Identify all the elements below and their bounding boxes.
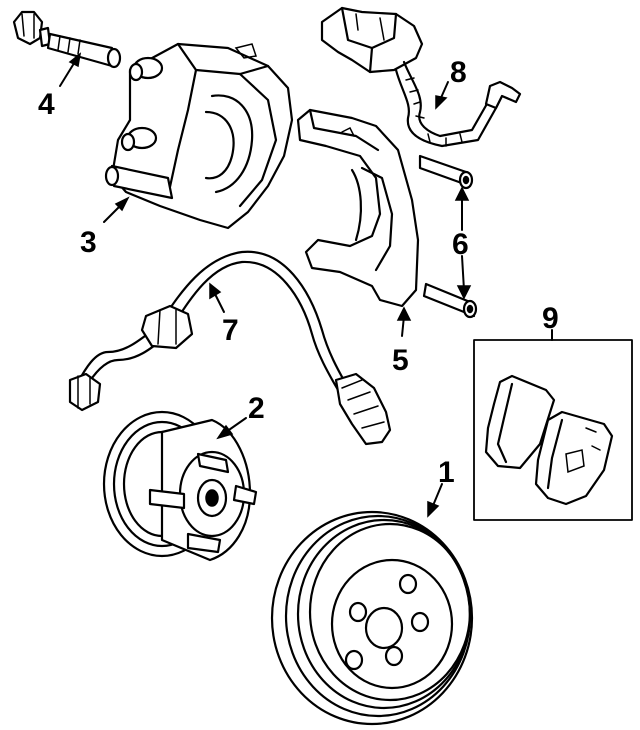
- callout-label-8: 8: [450, 56, 467, 89]
- callout-label-4: 4: [38, 88, 55, 121]
- callout-arrows: [59, 52, 553, 518]
- rotor-part[interactable]: [270, 510, 474, 726]
- callout-label-9: 9: [542, 302, 559, 335]
- callout-label-3: 3: [80, 226, 97, 259]
- callout-label-1: 1: [438, 456, 455, 489]
- wear-sensor-part[interactable]: [320, 6, 522, 148]
- callout-label-2: 2: [248, 392, 265, 425]
- brake-hose-part[interactable]: [68, 250, 392, 446]
- guide-pins-part[interactable]: [418, 154, 478, 319]
- brake-pads-part[interactable]: [473, 339, 633, 521]
- callout-labels: 4 3 5 6 7 8 9 2 1: [38, 56, 559, 489]
- callout-label-7: 7: [222, 314, 239, 347]
- caliper-bracket-part[interactable]: [296, 108, 420, 308]
- callout-label-5: 5: [392, 344, 409, 377]
- bolt-part[interactable]: [12, 10, 122, 69]
- hub-part[interactable]: [102, 410, 258, 562]
- caliper-part[interactable]: [104, 42, 294, 230]
- callout-label-6: 6: [452, 228, 469, 261]
